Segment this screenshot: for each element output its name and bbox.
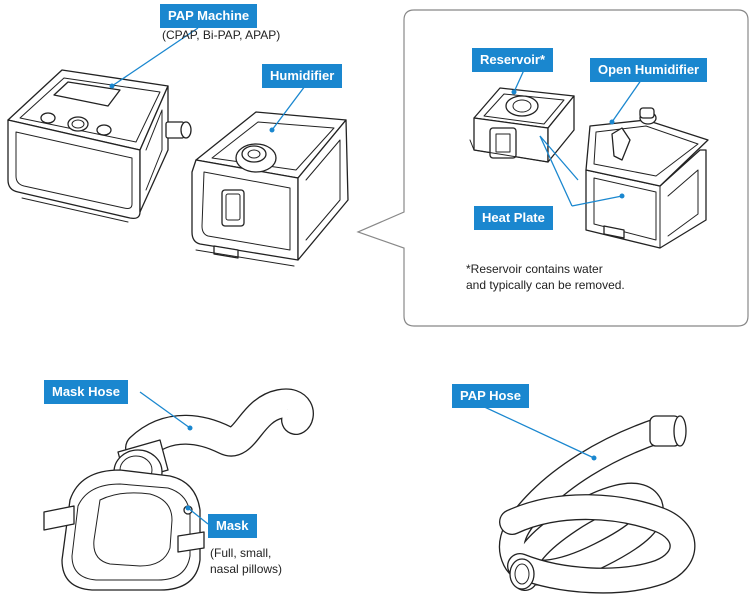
humidifier-illustration — [191, 111, 349, 267]
label-mask-sub-line2: nasal pillows) — [210, 562, 283, 576]
reservoir-illustration — [469, 87, 575, 163]
label-humidifier: Humidifier — [262, 64, 343, 88]
label-mask-hose: Mask Hose — [44, 380, 128, 404]
pap-machine-illustration — [7, 69, 192, 223]
label-reservoir: Reservoir* — [472, 48, 554, 72]
reservoir-note-line2: and typically can be removed. — [466, 278, 625, 292]
reservoir-note-line1: *Reservoir contains water — [466, 262, 603, 276]
pap-hose-coil-illustration — [498, 415, 696, 594]
label-pap-machine: PAP Machine — [160, 4, 258, 28]
label-pap-hose: PAP Hose — [452, 384, 529, 408]
label-mask-sub-line1: (Full, small, — [210, 546, 272, 560]
label-mask: Mask — [208, 514, 257, 538]
mask-with-hose-illustration — [43, 388, 314, 591]
label-open-humidifier: Open Humidifier — [590, 58, 708, 82]
label-heat-plate: Heat Plate — [474, 206, 553, 230]
leader-lines — [109, 27, 645, 525]
label-pap-machine-sub: (CPAP, Bi-PAP, APAP) — [162, 28, 281, 42]
open-humidifier-illustration — [585, 107, 709, 249]
callout-box — [356, 9, 749, 327]
